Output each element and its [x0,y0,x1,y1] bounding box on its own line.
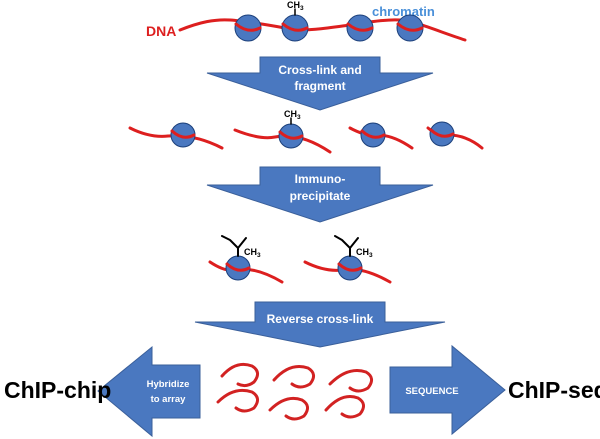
crosslink-step-arrow: Cross-link and fragment [206,56,434,111]
chromatin-fragment-methylated [233,117,332,154]
dna-fragment [216,388,259,413]
dna-label: DNA [146,23,176,39]
hybridize-arrow: Hybridize to array [97,345,201,438]
nucleosome [396,14,424,42]
ip-line1: Immuno- [295,172,346,186]
chip-chip-title: ChIP-chip [4,377,111,403]
methyl-label: CH3 [356,247,373,259]
hybridize-line2: to array [151,394,187,405]
chip-seq-title: ChIP-seq [508,377,600,403]
crosslink-line1: Cross-link and [278,63,361,77]
reverse-label: Reverse cross-link [267,312,374,326]
dna-fragment [220,362,259,388]
ip-line2: precipitate [290,189,351,203]
chromatin-label: chromatin [372,4,435,19]
chromatin-fragment [426,121,484,150]
methyl-label: CH3 [287,0,304,12]
hybridize-line1: Hybridize [147,379,190,390]
reverse-crosslink-step-arrow: Reverse cross-link [194,301,446,348]
nucleosome-methylated [281,8,309,42]
immunoprecipitate-step-arrow: Immuno- precipitate [206,166,434,223]
dna-fragment [324,395,365,419]
sequence-label: SEQUENCE [405,386,458,397]
immunoprecipitated-fragment [208,235,284,284]
dna-fragment [272,365,315,389]
methyl-label: CH3 [284,109,301,121]
immunoprecipitated-fragment [303,235,392,284]
antibody-icon [334,235,359,257]
nucleosome [346,14,374,42]
sequence-arrow: SEQUENCE [389,344,506,436]
crosslink-line2: fragment [294,79,345,93]
dna-fragment [268,396,309,421]
chromatin-fragment [348,122,414,150]
nucleosome [234,14,262,42]
released-dna-fragments [216,362,373,421]
methyl-label: CH3 [244,247,261,259]
chromatin-fragment [128,122,224,150]
antibody-icon [221,235,247,257]
dna-fragment [328,369,373,393]
